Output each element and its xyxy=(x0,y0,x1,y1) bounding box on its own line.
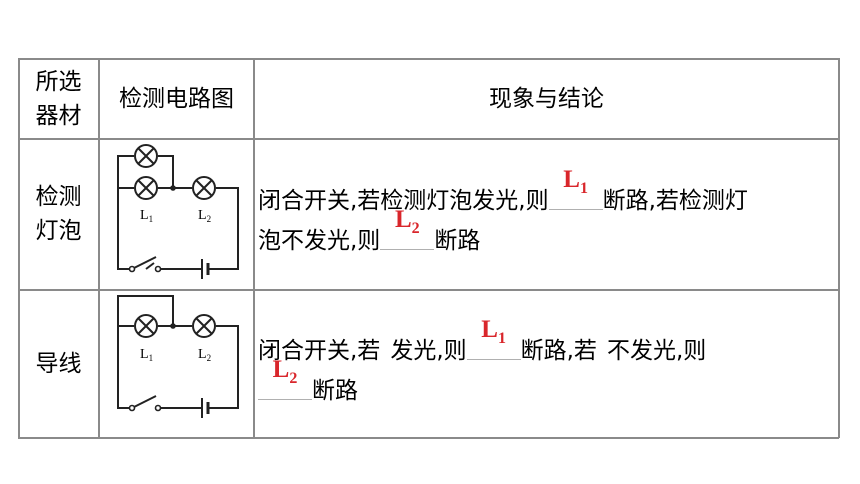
label-l2: L2 xyxy=(198,208,211,224)
lamp-l1-icon xyxy=(134,314,158,338)
table-border-right xyxy=(838,58,840,438)
lamp-l2-icon xyxy=(192,176,216,200)
switch-contact-right xyxy=(154,404,162,412)
row1-text-part2: 断路,若检测灯 xyxy=(602,188,748,214)
label-l1: L1 xyxy=(140,208,153,224)
row2-text-part5: 断路 xyxy=(312,378,358,404)
row1-material-line1: 检测 xyxy=(35,184,82,210)
row2-conclusion-line2: L2 断路 xyxy=(258,356,358,411)
header-materials: 所选 器材 xyxy=(18,65,99,133)
row-divider-1 xyxy=(18,138,839,140)
junction-dot xyxy=(170,185,176,191)
row1-answer2-blank[interactable]: L2 xyxy=(380,206,435,250)
row1-circuit-diagram: L1 L2 xyxy=(117,144,239,279)
switch-lever xyxy=(133,395,157,408)
row1-material-line2: 灯泡 xyxy=(35,218,82,244)
switch-contact-left xyxy=(128,404,136,412)
row2-answer1: L1 xyxy=(481,316,506,347)
answer-table xyxy=(18,58,840,439)
label-l1: L1 xyxy=(140,347,153,363)
switch-contact-left xyxy=(128,265,136,273)
lamp-l2-icon xyxy=(192,314,216,338)
header-materials-line1: 所选 xyxy=(35,69,82,95)
lamp-l1-icon xyxy=(134,176,158,200)
switch-lever xyxy=(133,256,157,269)
row2-material: 导线 xyxy=(35,351,82,377)
header-circuit: 检测电路图 xyxy=(119,86,234,112)
row2-text-part2: 发光,则 xyxy=(390,338,467,364)
row1-conclusion-line2: 泡不发光,则 L2 断路 xyxy=(258,206,481,261)
row2-answer1-blank[interactable]: L1 xyxy=(466,316,521,360)
switch-contact-right xyxy=(154,265,162,273)
column-divider-1 xyxy=(98,58,100,438)
row1-text-part1: 闭合开关,若检测灯泡发光,则 xyxy=(258,188,549,214)
row1-answer2: L2 xyxy=(394,206,420,237)
row1-conclusion-line1: 闭合开关,若检测灯泡发光,则 L1 断路,若检测灯 xyxy=(258,166,748,221)
column-divider-2 xyxy=(253,58,255,438)
row-divider-2 xyxy=(18,289,839,291)
table-border-left xyxy=(18,58,20,438)
label-l2: L2 xyxy=(198,347,211,363)
detector-lamp-icon xyxy=(134,144,158,168)
table-border-bottom xyxy=(18,437,839,439)
row1-text-part4: 断路 xyxy=(434,228,481,254)
row2-circuit-diagram: L1 L2 xyxy=(117,295,239,418)
table-border-top xyxy=(18,58,839,60)
row1-text-part3: 泡不发光,则 xyxy=(258,228,381,254)
row2-text-part4: 不发光,则 xyxy=(606,338,707,364)
row2-text-part3: 断路,若 xyxy=(520,338,597,364)
row2-answer2-blank[interactable]: L2 xyxy=(258,356,312,400)
row2-conclusion-line1: 闭合开关,若发光,则 L1 断路,若不发光,则 xyxy=(258,316,707,371)
header-phenomenon: 现象与结论 xyxy=(489,86,604,112)
row2-text-part1: 闭合开关,若 xyxy=(258,338,381,364)
junction-dot xyxy=(170,323,176,329)
row1-answer1: L1 xyxy=(563,166,588,197)
row1-answer1-blank[interactable]: L1 xyxy=(548,166,603,210)
row1-material: 检测 灯泡 xyxy=(18,180,99,248)
header-materials-line2: 器材 xyxy=(35,103,82,129)
row2-answer2: L2 xyxy=(272,356,298,387)
